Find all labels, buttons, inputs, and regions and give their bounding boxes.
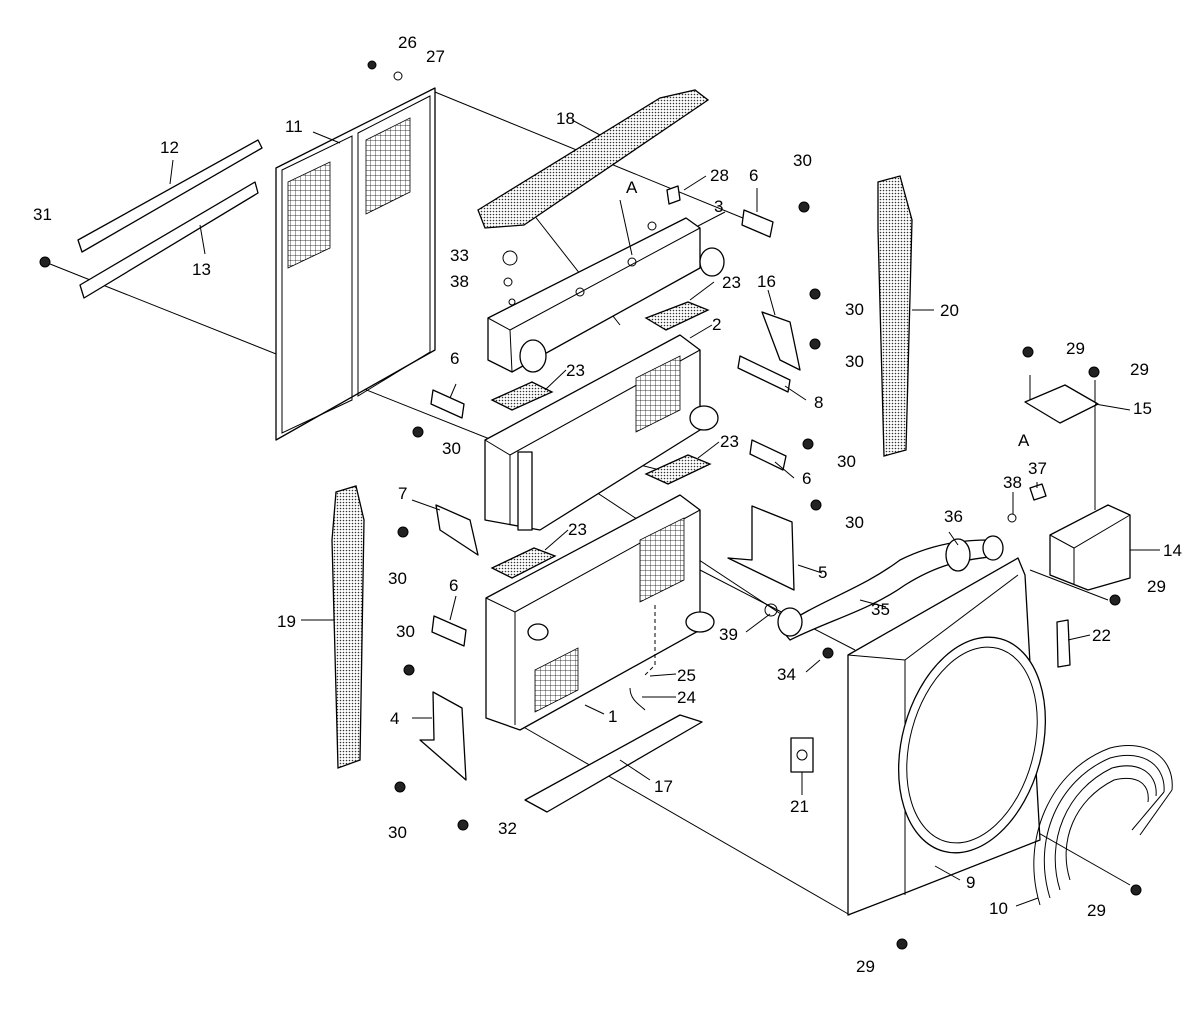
callout-6-b: 6 bbox=[450, 349, 459, 368]
callout-30-e: 30 bbox=[837, 452, 856, 471]
right-foam-column bbox=[877, 175, 913, 457]
callout-34: 34 bbox=[777, 665, 796, 684]
callout-30-f: 30 bbox=[845, 513, 864, 532]
fasteners bbox=[39, 60, 1142, 950]
callout-38-right: 38 bbox=[1003, 473, 1022, 492]
bottom-strip bbox=[524, 714, 703, 813]
callout-18: 18 bbox=[556, 109, 575, 128]
ref-a-bottom: A bbox=[1018, 431, 1030, 450]
callout-30-d: 30 bbox=[442, 439, 461, 458]
callout-26: 26 bbox=[398, 33, 417, 52]
callout-16: 16 bbox=[757, 272, 776, 291]
upper-tank bbox=[487, 217, 725, 373]
callout-2: 2 bbox=[712, 315, 721, 334]
top-foam-strip bbox=[477, 89, 710, 229]
callout-3: 3 bbox=[714, 197, 723, 216]
upper-brackets bbox=[77, 139, 263, 299]
callout-36: 36 bbox=[944, 507, 963, 526]
callout-37: 37 bbox=[1028, 459, 1047, 478]
callout-10: 10 bbox=[989, 899, 1008, 918]
callout-labels: 26 27 11 12 31 13 18 A 28 3 6 30 33 38 2… bbox=[33, 33, 1182, 976]
callout-22: 22 bbox=[1092, 626, 1111, 645]
foam-pads bbox=[490, 301, 712, 579]
screen-panel-assembly bbox=[275, 87, 436, 441]
callout-30-i: 30 bbox=[388, 823, 407, 842]
callout-33: 33 bbox=[450, 246, 469, 265]
callout-30-g: 30 bbox=[388, 569, 407, 588]
callout-8: 8 bbox=[814, 393, 823, 412]
callout-29-b: 29 bbox=[1130, 360, 1149, 379]
callout-9: 9 bbox=[966, 873, 975, 892]
ref-a-top: A bbox=[626, 178, 638, 197]
callout-15: 15 bbox=[1133, 399, 1152, 418]
callout-28: 28 bbox=[710, 166, 729, 185]
callout-21: 21 bbox=[790, 797, 809, 816]
callout-23-d: 23 bbox=[568, 520, 587, 539]
fan-shroud bbox=[790, 557, 1071, 916]
lower-radiator-core bbox=[485, 494, 715, 731]
callout-35: 35 bbox=[871, 600, 890, 619]
callout-leaders bbox=[169, 119, 1160, 907]
callout-19: 19 bbox=[277, 612, 296, 631]
callout-20: 20 bbox=[940, 301, 959, 320]
fan-guard bbox=[1033, 745, 1173, 906]
callout-23-b: 23 bbox=[566, 361, 585, 380]
callout-13: 13 bbox=[192, 260, 211, 279]
callout-30-top: 30 bbox=[793, 151, 812, 170]
callout-11: 11 bbox=[285, 117, 303, 136]
callout-39: 39 bbox=[719, 625, 738, 644]
callout-24: 24 bbox=[677, 688, 696, 707]
callout-30-h: 30 bbox=[396, 622, 415, 641]
callout-38-left: 38 bbox=[450, 272, 469, 291]
callout-27: 27 bbox=[426, 47, 445, 66]
callout-12: 12 bbox=[160, 138, 179, 157]
callout-31: 31 bbox=[33, 205, 52, 224]
callout-4: 4 bbox=[390, 709, 399, 728]
callout-5: 5 bbox=[818, 563, 827, 582]
callout-30-c: 30 bbox=[845, 352, 864, 371]
callout-23-top: 23 bbox=[722, 273, 741, 292]
reservoir-tank bbox=[1024, 384, 1131, 591]
hose-assembly bbox=[764, 483, 1047, 641]
callout-30-b: 30 bbox=[845, 300, 864, 319]
callout-29-a: 29 bbox=[1066, 339, 1085, 358]
callout-6-d: 6 bbox=[449, 576, 458, 595]
left-foam-column bbox=[331, 485, 365, 769]
callout-7: 7 bbox=[398, 484, 407, 503]
callout-6-top: 6 bbox=[749, 166, 758, 185]
callout-1: 1 bbox=[608, 707, 617, 726]
callout-6-c: 6 bbox=[802, 469, 811, 488]
callout-25: 25 bbox=[677, 666, 696, 685]
callout-29-d: 29 bbox=[1087, 901, 1106, 920]
callout-17: 17 bbox=[654, 777, 673, 796]
callout-14: 14 bbox=[1163, 541, 1182, 560]
mounting-plates bbox=[419, 209, 801, 781]
callout-23-c: 23 bbox=[720, 432, 739, 451]
callout-29-e: 29 bbox=[856, 957, 875, 976]
callout-32: 32 bbox=[498, 819, 517, 838]
callout-29-c: 29 bbox=[1147, 577, 1166, 596]
middle-radiator-core bbox=[484, 334, 719, 531]
